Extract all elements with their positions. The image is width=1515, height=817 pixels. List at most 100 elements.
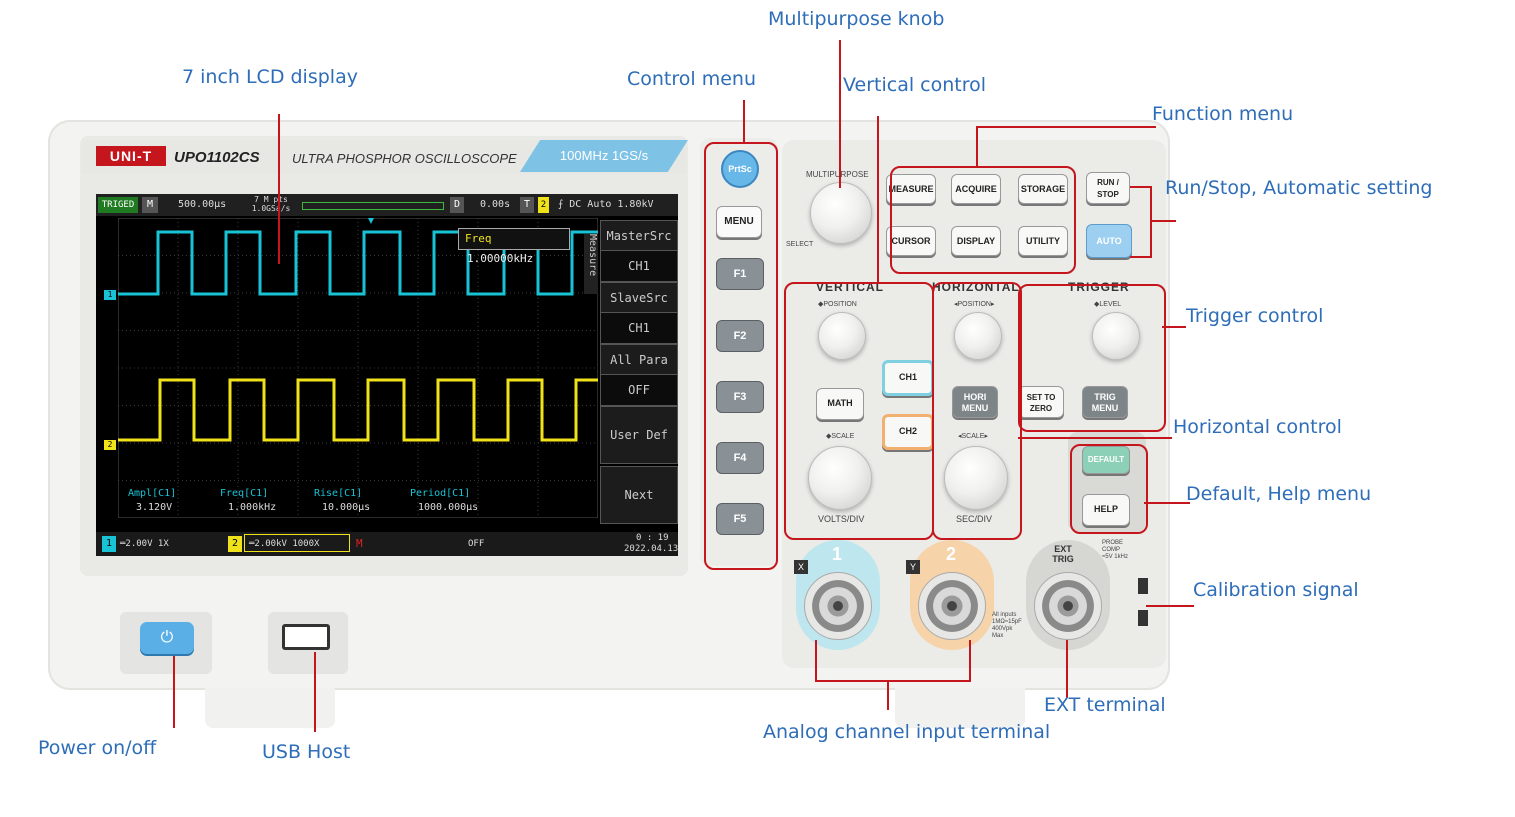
ext-trig-label: EXT TRIG: [1052, 544, 1074, 564]
utility-button[interactable]: UTILITY: [1018, 226, 1068, 256]
freq-value: 1.00000kHz: [467, 252, 534, 265]
leader-power: [173, 656, 175, 728]
v-position-label: ◆POSITION: [818, 301, 857, 308]
default-button[interactable]: DEFAULT: [1082, 446, 1130, 474]
vertical-outline: [784, 282, 934, 540]
menu-all-para[interactable]: All Para: [600, 344, 678, 376]
f3-button[interactable]: F3: [716, 381, 764, 413]
callout-vertical: Vertical control: [843, 74, 987, 96]
callout-horizontal: Horizontal control: [1173, 416, 1342, 438]
leader-vertical: [877, 116, 879, 284]
volts-div-label: VOLTS/DIV: [818, 514, 865, 524]
leader-runstop-a: [1130, 186, 1152, 188]
ch2-scale: ═2.00kV 1000X: [244, 534, 350, 552]
measure-button[interactable]: MEASURE: [886, 174, 936, 204]
meas-rise-label: Rise[C1]: [314, 488, 363, 499]
leader-default-help: [1144, 502, 1190, 504]
math-status: OFF: [468, 539, 485, 549]
x-label: X: [794, 560, 808, 574]
input-warning: All inputs 1MΩ≈15pF 400Vpk Max: [992, 612, 1022, 639]
volts-div-knob[interactable]: [808, 446, 872, 510]
f5-button[interactable]: F5: [716, 503, 764, 535]
meas-period-value: 1000.000μs: [418, 502, 479, 513]
usb-port[interactable]: [282, 624, 330, 650]
mode-indicator: M: [142, 197, 158, 213]
stand-right: [895, 688, 1025, 728]
leader-analog-h: [815, 680, 971, 682]
run-stop-button[interactable]: RUN / STOP: [1086, 172, 1130, 204]
trigger-level-knob[interactable]: [1092, 312, 1140, 360]
memory-bar: [302, 202, 444, 210]
power-button[interactable]: ⏻: [140, 622, 194, 654]
ch1-tag: 1: [102, 536, 116, 552]
set-to-zero-button[interactable]: SET TO ZERO: [1018, 386, 1064, 418]
menu-slavesrc-value[interactable]: CH1: [600, 312, 678, 344]
prtsc-button[interactable]: PrtSc: [721, 150, 759, 188]
ch2-button[interactable]: CH2: [882, 414, 934, 450]
menu-next[interactable]: Next: [600, 466, 678, 524]
menu-mastersrc[interactable]: MasterSrc: [600, 220, 678, 252]
leader-analog-right: [969, 640, 971, 682]
freq-label: Freq: [465, 232, 492, 245]
callout-usb: USB Host: [262, 741, 351, 763]
acquire-button[interactable]: ACQUIRE: [951, 174, 1001, 204]
ch1-scale: ═2.00V 1X: [120, 539, 169, 549]
callout-default-help: Default, Help menu: [1186, 483, 1372, 505]
clock-time: 0 : 19: [636, 533, 669, 543]
default-help-outline: [1070, 444, 1148, 534]
math-button[interactable]: MATH: [816, 388, 864, 420]
mem-depth: 7 M pts: [254, 195, 288, 204]
multipurpose-label: MULTIPURPOSE: [806, 170, 869, 179]
calibration-terminal-1[interactable]: [1138, 578, 1148, 594]
trig-menu-button[interactable]: TRIG MENU: [1082, 386, 1128, 418]
sec-div-label: SEC/DIV: [956, 514, 993, 524]
trigger-outline: [1018, 284, 1166, 432]
f4-button[interactable]: F4: [716, 442, 764, 474]
trigger-source: 2: [538, 197, 549, 213]
ch2-tag: 2: [228, 536, 242, 552]
menu-all-para-value[interactable]: OFF: [600, 374, 678, 406]
meas-rise-value: 10.000μs: [322, 502, 371, 513]
sec-div-knob[interactable]: [944, 446, 1008, 510]
storage-button[interactable]: STORAGE: [1018, 174, 1068, 204]
leader-horizontal: [1018, 437, 1172, 439]
display-button[interactable]: DISPLAY: [951, 226, 1001, 256]
channel-bar: 1 ═2.00V 1X 2 ═2.00kV 1000X M OFF 0 : 19…: [96, 532, 678, 556]
menu-user-def[interactable]: User Def: [600, 406, 678, 464]
leader-trigger: [1162, 326, 1186, 328]
stand-left: [205, 688, 335, 728]
auto-button[interactable]: AUTO: [1086, 224, 1132, 258]
help-button[interactable]: HELP: [1082, 494, 1130, 526]
ch2-bnc-connector[interactable]: [918, 572, 986, 640]
meas-freq-label: Freq[C1]: [220, 488, 269, 499]
brand-logo: UNI-T: [96, 146, 166, 166]
spec-badge: 100MHz 1GS/s: [520, 140, 688, 172]
hori-menu-button[interactable]: HORI MENU: [952, 386, 998, 418]
ch1-bnc-connector[interactable]: [804, 572, 872, 640]
calibration-terminal-2[interactable]: [1138, 610, 1148, 626]
ch2-marker: 2: [104, 440, 116, 450]
clock-date: 2022.04.13: [624, 544, 678, 554]
callout-trigger: Trigger control: [1186, 305, 1324, 327]
product-subtitle: ULTRA PHOSPHOR OSCILLOSCOPE: [292, 151, 517, 166]
menu-mastersrc-value[interactable]: CH1: [600, 250, 678, 282]
model-name: UPO1102CS: [174, 149, 260, 166]
h-position-knob[interactable]: [954, 312, 1002, 360]
multipurpose-knob[interactable]: [810, 182, 872, 244]
measure-tab: Measure: [584, 234, 598, 294]
ext-bnc-connector[interactable]: [1034, 572, 1102, 640]
h-position-label: ◂POSITION▸: [954, 301, 995, 308]
f2-button[interactable]: F2: [716, 320, 764, 352]
y-label: Y: [906, 560, 920, 574]
menu-button[interactable]: MENU: [716, 206, 762, 238]
cursor-button[interactable]: CURSOR: [886, 226, 936, 256]
meas-ampl-label: Ampl[C1]: [128, 488, 177, 499]
control-menu-outline: [704, 142, 778, 570]
menu-slavesrc[interactable]: SlaveSrc: [600, 282, 678, 314]
meas-period-label: Period[C1]: [410, 488, 471, 499]
leader-runstop-h: [1150, 220, 1176, 222]
ch2-input-number: 2: [946, 544, 957, 564]
freq-box: Freq 1.00000kHz: [458, 228, 570, 265]
v-position-knob[interactable]: [818, 312, 866, 360]
f1-button[interactable]: F1: [716, 258, 764, 290]
